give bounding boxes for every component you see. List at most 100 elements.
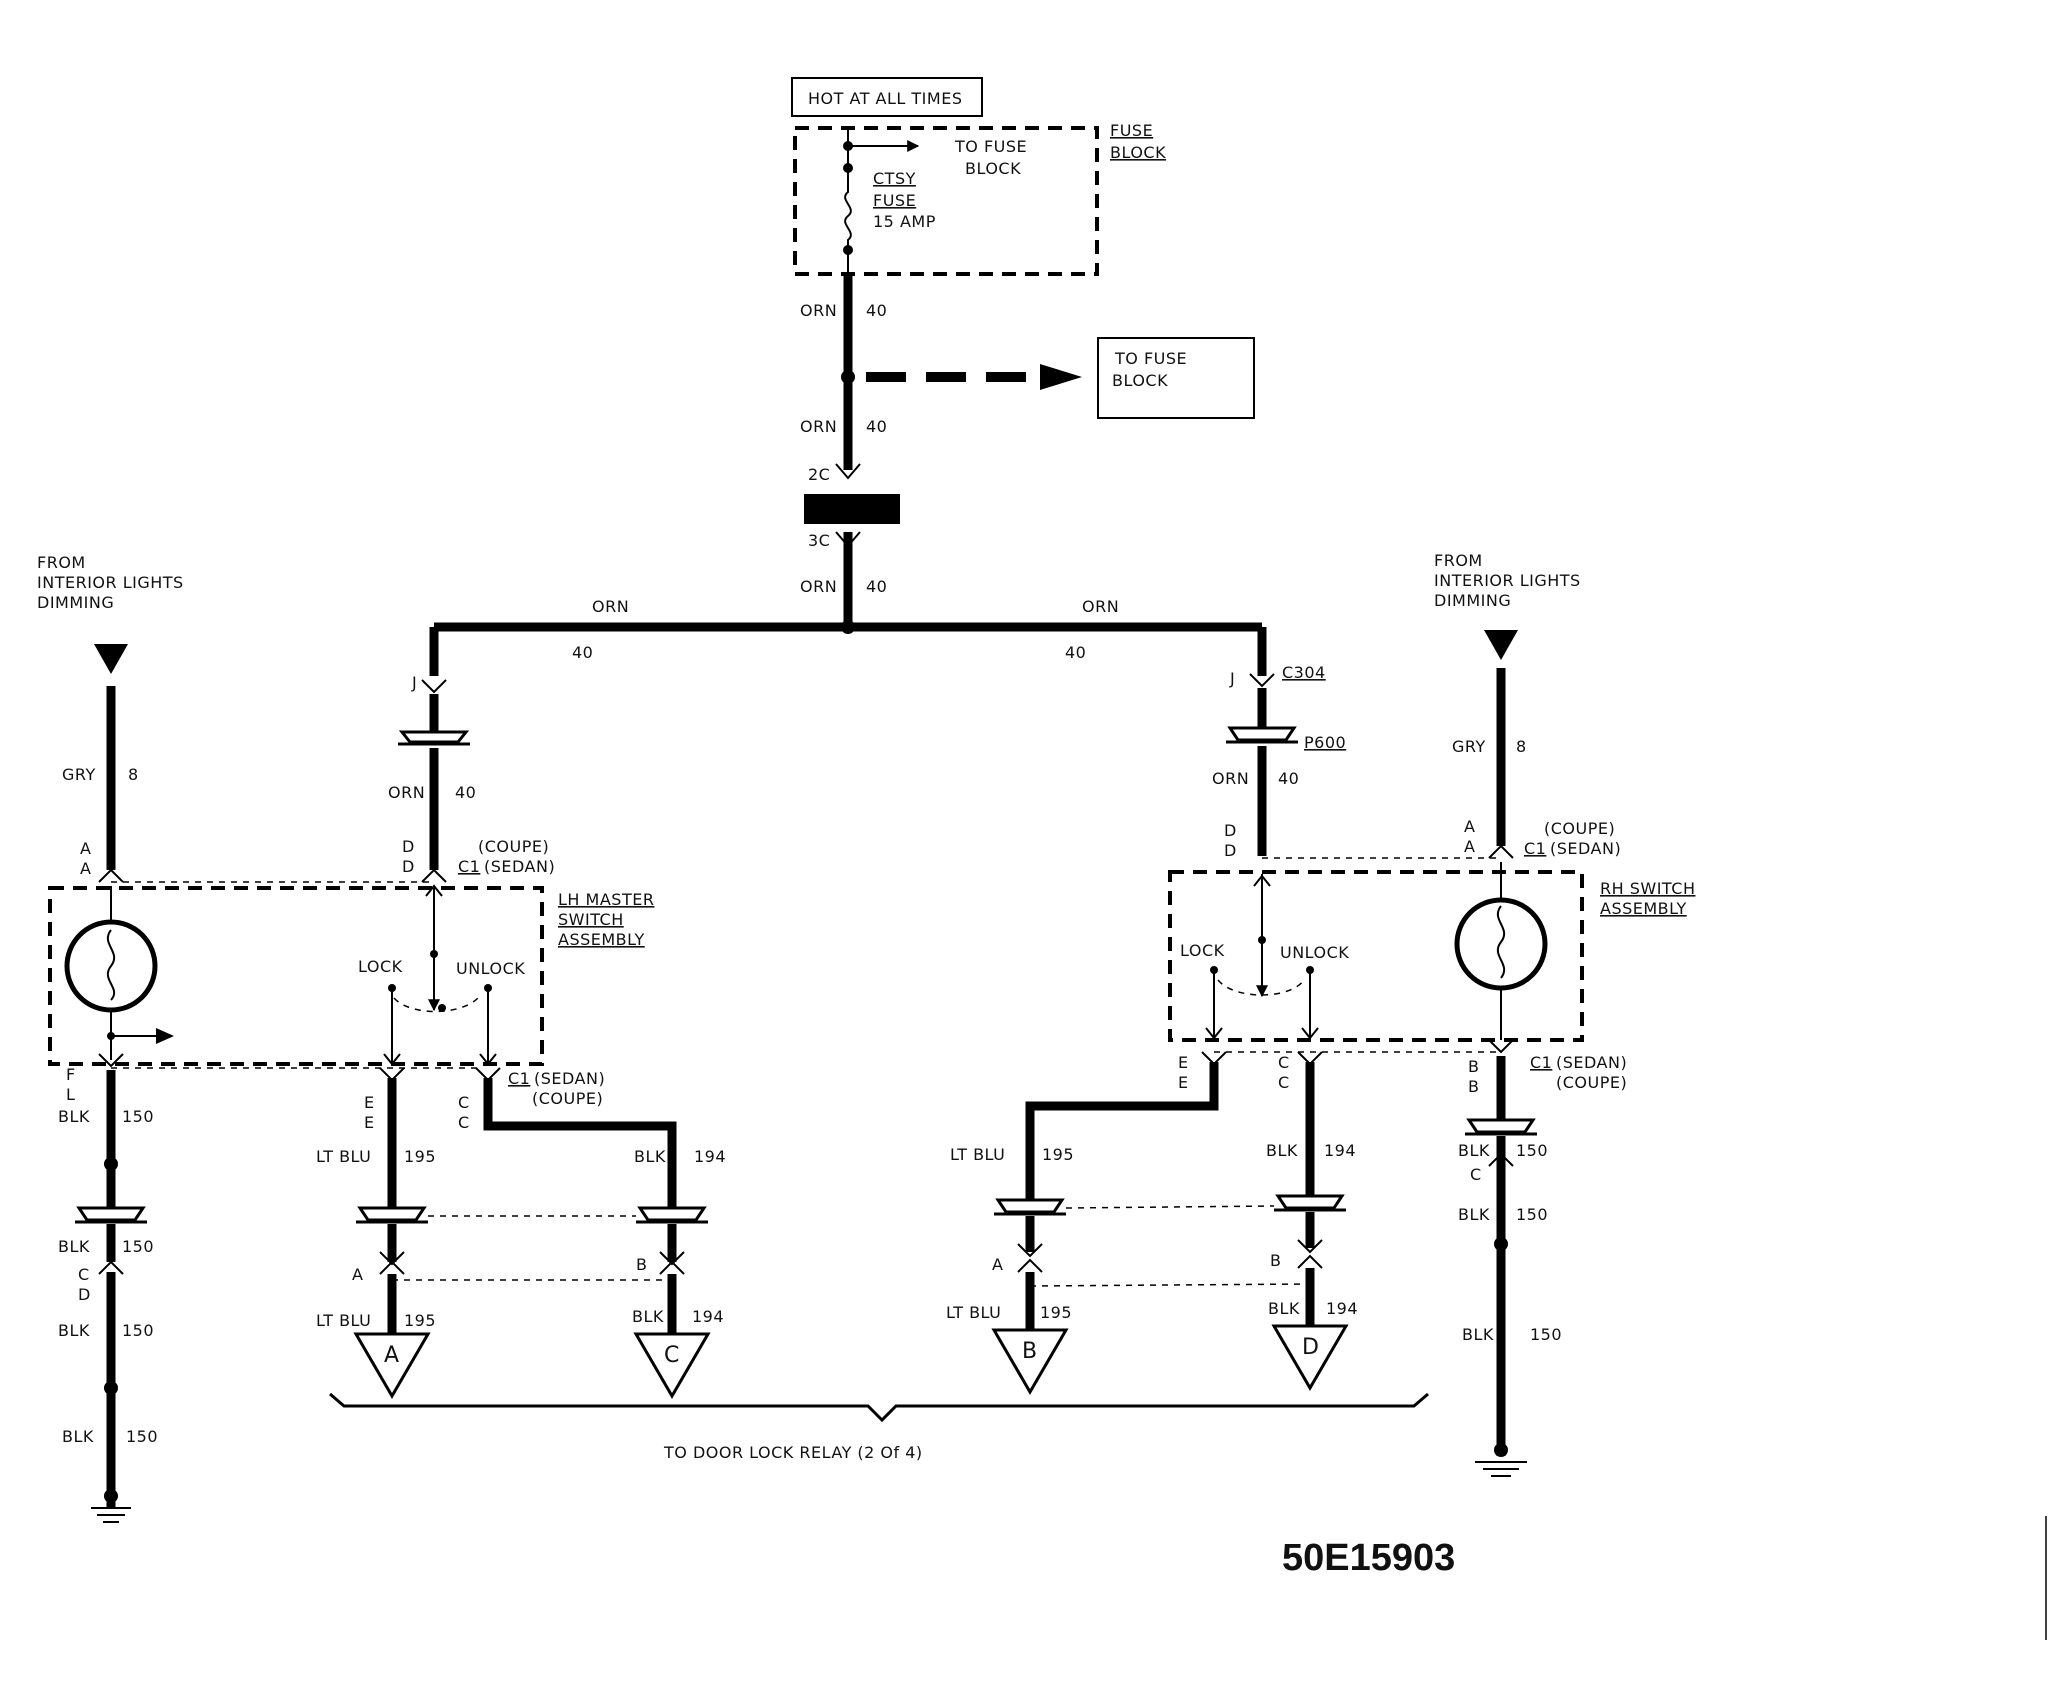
right-blk-num-3: 150 xyxy=(1530,1325,1562,1344)
left-source-triangle-icon xyxy=(94,644,128,674)
right-pin-a: A xyxy=(1464,817,1475,836)
rh-c304: C304 xyxy=(1282,663,1326,682)
rh-connector-icon xyxy=(1227,726,1297,742)
triangle-c-label: C xyxy=(664,1343,680,1368)
rh-unlock-label: UNLOCK xyxy=(1280,943,1349,962)
left-blk-label-3: BLK xyxy=(58,1321,90,1340)
left-pin-l: L xyxy=(66,1085,75,1104)
triangle-c-icon xyxy=(633,1332,711,1399)
rh-pin-e: E xyxy=(1178,1053,1189,1072)
fuse-internals: TO FUSE BLOCK CTSY FUSE 15 AMP xyxy=(843,128,1027,274)
lh-orn-label: ORN xyxy=(592,597,629,616)
rh-pin-c-2: C xyxy=(1278,1073,1290,1092)
right-blk-num-2: 150 xyxy=(1516,1205,1548,1224)
right-c1-label: C1 xyxy=(1524,839,1546,858)
fuse-block-box: FUSE BLOCK xyxy=(793,121,1166,276)
triangle-d-icon xyxy=(1271,1324,1349,1391)
left-ground-icon xyxy=(91,1507,131,1523)
lh-40-label: 40 xyxy=(572,643,593,662)
lh-bottom-coupe: (COUPE) xyxy=(532,1089,603,1108)
to-fuse-block-label-2: BLOCK xyxy=(965,159,1021,178)
rh-pin-j: J xyxy=(1229,669,1235,688)
left-pin-a-2: A xyxy=(80,859,91,878)
lh-connector-icon xyxy=(398,730,470,744)
triangle-b-label: B xyxy=(1022,1339,1038,1364)
rh-conn-d-icon xyxy=(1275,1194,1345,1210)
lh-conn-c-icon xyxy=(637,1206,707,1222)
fuse-name-2: FUSE xyxy=(873,191,916,210)
left-pin-a: A xyxy=(80,839,91,858)
rh-ltblu-num: 195 xyxy=(1042,1145,1074,1164)
left-blk-num-4: 150 xyxy=(126,1427,158,1446)
lh-pin-a: A xyxy=(352,1265,363,1284)
lh-pin-c: C xyxy=(458,1093,470,1112)
left-blk-label-4: BLK xyxy=(62,1427,94,1446)
lh-blk2-num: 194 xyxy=(692,1307,724,1326)
rh-blk2-label: BLK xyxy=(1268,1299,1300,1318)
right-dimming-feed: FROM INTERIOR LIGHTS DIMMING GRY 8 A A (… xyxy=(1434,551,1627,1477)
connector-block xyxy=(804,494,900,524)
wire-color-label-2: ORN xyxy=(800,417,837,436)
right-pin-b-2: B xyxy=(1468,1077,1479,1096)
box2-label: TO FUSE xyxy=(1114,349,1187,368)
right-from-label-2: INTERIOR LIGHTS xyxy=(1434,571,1581,590)
rh-ltblu2-num: 195 xyxy=(1040,1303,1072,1322)
hot-label: HOT AT ALL TIMES xyxy=(808,89,962,108)
left-from-label-2: INTERIOR LIGHTS xyxy=(37,573,184,592)
left-from-label-3: DIMMING xyxy=(37,593,114,612)
lh-blk-label: BLK xyxy=(634,1147,666,1166)
left-blk-num-3: 150 xyxy=(122,1321,154,1340)
left-dimming-feed: FROM INTERIOR LIGHTS DIMMING GRY 8 A A xyxy=(37,553,184,883)
rh-pin-a: A xyxy=(992,1255,1003,1274)
right-pin-b: B xyxy=(1468,1057,1479,1076)
right-ground-icon xyxy=(1475,1461,1527,1477)
diagram-id: 50E15903 xyxy=(1282,1537,1455,1579)
lh-ltblu2-label: LT BLU xyxy=(316,1311,371,1330)
fuse-name: CTSY xyxy=(873,169,916,188)
triangle-d-label: D xyxy=(1302,1335,1319,1360)
rh-blk-num: 194 xyxy=(1324,1141,1356,1160)
fuse-block-label-2: BLOCK xyxy=(1110,143,1166,162)
right-from-label-3: DIMMING xyxy=(1434,591,1511,610)
relay-label: TO DOOR LOCK RELAY (2 Of 4) xyxy=(663,1443,923,1462)
wire-num-label: 40 xyxy=(866,301,887,320)
right-blk-label: BLK xyxy=(1458,1141,1490,1160)
rh-pin-d: D xyxy=(1224,821,1237,840)
lh-sedan-label: (SEDAN) xyxy=(484,857,555,876)
lh-bottom-c1: C1 xyxy=(508,1069,530,1088)
triangle-b-icon xyxy=(991,1328,1069,1395)
relay-brace: TO DOOR LOCK RELAY (2 Of 4) xyxy=(329,1392,1429,1462)
left-blk-num: 150 xyxy=(122,1107,154,1126)
rh-orn-num: 40 xyxy=(1278,769,1299,788)
rh-orn-label: ORN xyxy=(1082,597,1119,616)
left-gry-label: GRY xyxy=(62,765,96,784)
lh-orn-num: 40 xyxy=(455,783,476,802)
right-source-triangle-icon xyxy=(1484,630,1518,660)
lh-blk2-label: BLK xyxy=(632,1307,664,1326)
lh-pin-b: B xyxy=(636,1255,647,1274)
lh-pin-d: D xyxy=(402,837,415,856)
orn-40-branch: ORN 40 ORN 40 xyxy=(429,597,1267,676)
rh-lamp-icon xyxy=(1454,897,1548,991)
rh-pin-c: C xyxy=(1278,1053,1290,1072)
lh-ltblu-num: 195 xyxy=(404,1147,436,1166)
right-sedan-label: (SEDAN) xyxy=(1550,839,1621,858)
connector-3c: 3C xyxy=(808,531,830,550)
rh-assembly-label: RH SWITCH xyxy=(1600,879,1695,898)
left-blk-label: BLK xyxy=(58,1107,90,1126)
lh-orn-lbl: ORN xyxy=(388,783,425,802)
fuse-element-icon xyxy=(844,168,852,250)
right-blk-label-2: BLK xyxy=(1458,1205,1490,1224)
wire-num-label-3: 40 xyxy=(866,577,887,596)
lh-c1-label: C1 xyxy=(458,857,480,876)
lh-ltblu2-num: 195 xyxy=(404,1311,436,1330)
lh-coupe-label: (COUPE) xyxy=(478,837,549,856)
rh-lock-label: LOCK xyxy=(1180,941,1225,960)
wire-color-label: ORN xyxy=(800,301,837,320)
rh-ltblu-label: LT BLU xyxy=(950,1145,1005,1164)
rh-orn-lbl: ORN xyxy=(1212,769,1249,788)
right-blk-label-3: BLK xyxy=(1462,1325,1494,1344)
left-blk-label-2: BLK xyxy=(58,1237,90,1256)
rh-feed: J C304 P600 ORN 40 D D xyxy=(1212,663,1500,860)
